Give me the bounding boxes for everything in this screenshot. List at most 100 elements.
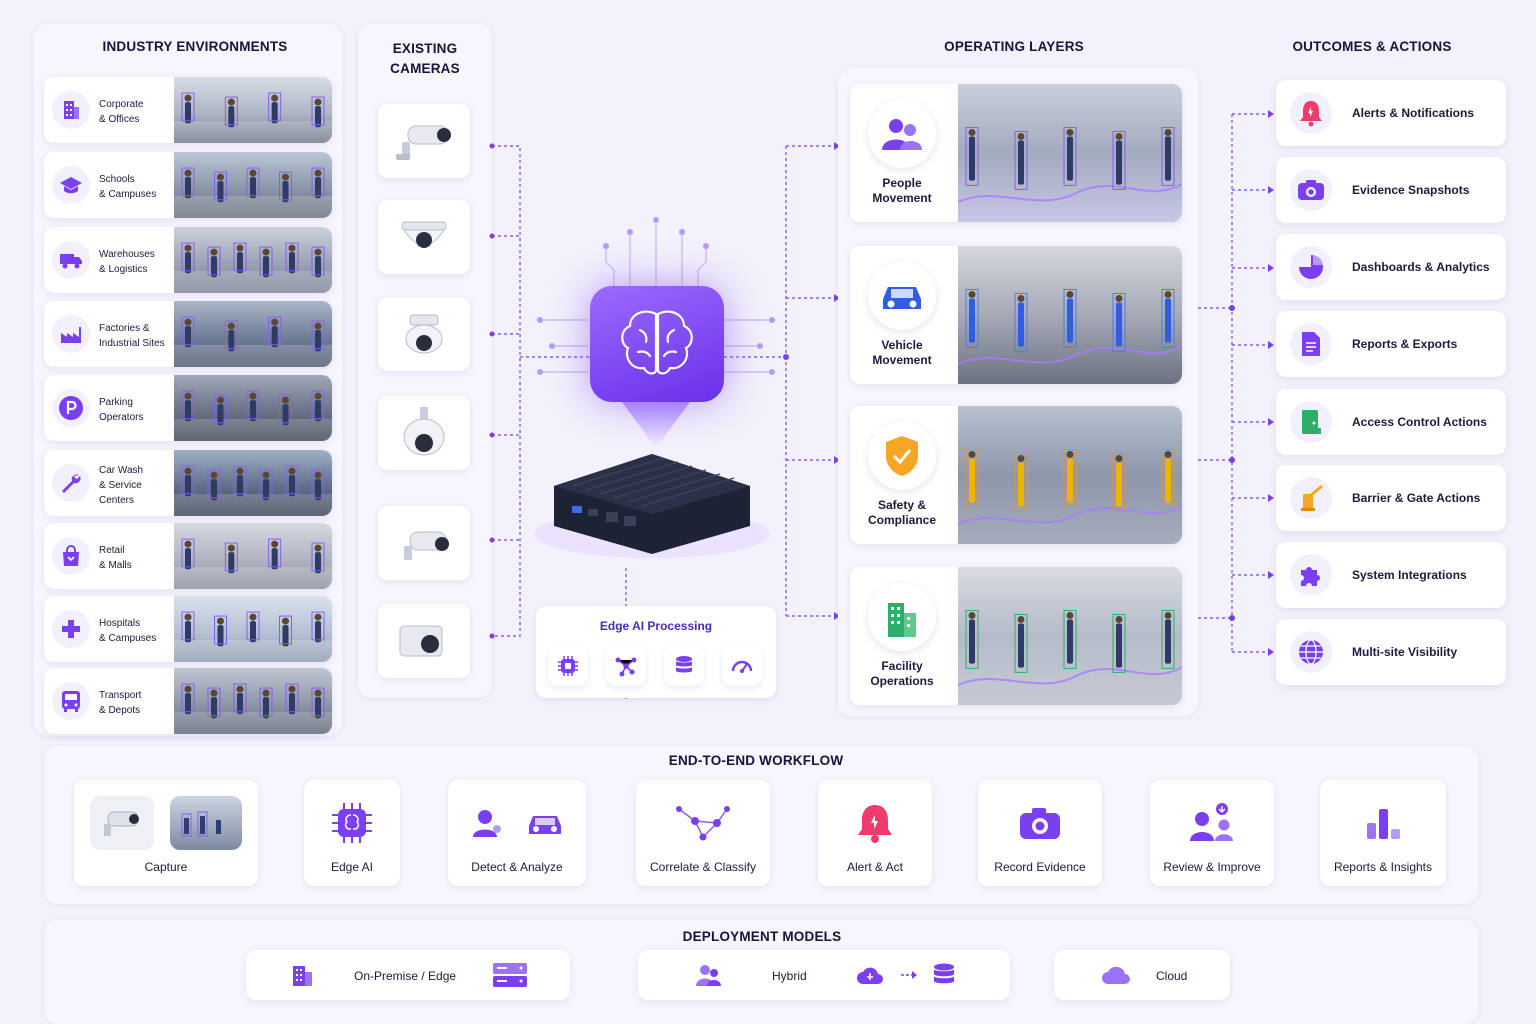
dome-camera-icon — [405, 314, 443, 354]
operating-layer-photo — [958, 84, 1182, 222]
deployment-label: Cloud — [1156, 969, 1188, 983]
deployment-label: On-Premise / Edge — [354, 969, 457, 983]
operating-layer-label: Vehicle Movement — [856, 338, 948, 368]
shield-icon — [868, 422, 936, 490]
industry-label: Car Wash & Service Centers — [99, 463, 173, 508]
camera-thumb-icon — [90, 796, 154, 850]
outcome-label: Reports & Exports — [1352, 337, 1458, 351]
outcome-label: Barrier & Gate Actions — [1352, 491, 1481, 505]
industry-card[interactable]: Car Wash & Service Centers — [44, 450, 332, 516]
operating-layer-line2: Compliance — [867, 513, 936, 527]
industry-card[interactable]: Transport & Depots — [44, 668, 332, 734]
review-team-icon — [1172, 796, 1252, 850]
camera-dome-1 — [378, 200, 470, 274]
factory-icon — [52, 315, 90, 353]
outcome-card[interactable]: Evidence Snapshots — [1276, 157, 1506, 223]
camera-bullet-2 — [378, 506, 470, 580]
barrier-icon — [1290, 477, 1332, 519]
edge-ai-brain-chip — [590, 286, 724, 402]
deployment-cloud: Cloud — [1054, 950, 1230, 1000]
car-icon — [518, 796, 572, 850]
camera-bullet-1 — [378, 104, 470, 178]
deployment-on-premise: On-Premise / Edge — [246, 950, 570, 1000]
operating-layer-line1: Safety & — [877, 498, 927, 512]
operating-layer-label: Facility Operations — [856, 659, 948, 689]
brain-icon — [621, 310, 693, 375]
workflow-step-record: Record Evidence — [978, 780, 1102, 886]
network-icon — [606, 646, 646, 686]
industry-label: Transport & Depots — [99, 688, 173, 718]
cameras-title: EXISTING CAMERAS — [358, 39, 492, 79]
camera-icon — [1004, 796, 1076, 850]
industry-label-line2: Operators — [99, 412, 144, 423]
outcome-card[interactable]: Multi-site Visibility — [1276, 619, 1506, 685]
operating-layer-card[interactable]: People Movement — [850, 84, 1182, 222]
operating-layer-line1: People — [882, 176, 922, 190]
workflow-label: Detect & Analyze — [471, 860, 563, 874]
cloud-icon — [854, 959, 886, 991]
outcome-card[interactable]: Access Control Actions — [1276, 389, 1506, 455]
industry-card[interactable]: Hospitals & Campuses — [44, 596, 332, 662]
deployment-label: Hybrid — [772, 969, 807, 983]
workflow-step-correlate: Correlate & Classify — [636, 780, 770, 886]
operating-layer-photo — [958, 246, 1182, 384]
camera-box — [378, 604, 470, 678]
industry-card[interactable]: Parking Operators — [44, 375, 332, 441]
bell-icon — [840, 796, 910, 850]
operating-layer-card[interactable]: Facility Operations — [850, 567, 1182, 705]
workflow-title: END-TO-END WORKFLOW — [668, 753, 844, 768]
industry-card[interactable]: Factories & Industrial Sites — [44, 301, 332, 367]
door-icon — [1290, 401, 1332, 443]
team-icon — [692, 959, 724, 991]
outcome-card[interactable]: Barrier & Gate Actions — [1276, 465, 1506, 531]
industry-card[interactable]: Warehouses & Logistics — [44, 227, 332, 293]
industry-card[interactable]: Retail & Malls — [44, 523, 332, 589]
industry-label: Hospitals & Campuses — [99, 616, 173, 646]
bar-chart-icon — [1344, 796, 1422, 850]
dome-camera-icon — [401, 221, 447, 248]
server-icon — [490, 959, 530, 991]
outcome-card[interactable]: Reports & Exports — [1276, 311, 1506, 377]
chip-icon — [548, 646, 588, 686]
industry-label-line2: & Offices — [99, 114, 140, 125]
wrench-icon — [52, 464, 90, 502]
chip-icon — [318, 796, 386, 850]
industry-photo — [174, 77, 332, 143]
outcome-card[interactable]: Dashboards & Analytics — [1276, 234, 1506, 300]
medical-cross-icon — [52, 610, 90, 648]
deployment-hybrid: Hybrid — [638, 950, 1010, 1000]
operating-layer-line1: Vehicle — [881, 338, 923, 352]
industry-card[interactable]: Schools & Campuses — [44, 152, 332, 218]
outcome-card[interactable]: System Integrations — [1276, 542, 1506, 608]
operating-layer-card[interactable]: Safety & Compliance — [850, 406, 1182, 544]
database-icon — [928, 959, 960, 991]
operating-layer-line2: Movement — [872, 353, 932, 367]
industry-label: Retail & Malls — [99, 543, 173, 573]
workflow-step-alert: Alert & Act — [818, 780, 932, 886]
industry-label-line1: Corporate — [99, 99, 144, 110]
workflow-label: Capture — [144, 860, 188, 874]
camera-dome-2 — [378, 297, 470, 371]
bell-icon — [1290, 92, 1332, 134]
industry-label-line2: Industrial Sites — [99, 338, 165, 349]
industry-card[interactable]: Corporate & Offices — [44, 77, 332, 143]
industry-label-line2: & Logistics — [99, 264, 148, 275]
industry-label-line1: Schools — [99, 174, 135, 185]
outcomes-title: OUTCOMES & ACTIONS — [1292, 39, 1452, 54]
industry-photo — [174, 668, 332, 734]
gauge-icon — [722, 646, 762, 686]
ptz-camera-icon — [403, 407, 445, 456]
industry-label-line2: & Malls — [99, 560, 132, 571]
operating-layer-line2: Movement — [872, 191, 932, 205]
industry-label: Factories & Industrial Sites — [99, 321, 173, 351]
operating-layer-label: People Movement — [856, 176, 948, 206]
operating-layer-card[interactable]: Vehicle Movement — [850, 246, 1182, 384]
workflow-label: Correlate & Classify — [649, 860, 757, 874]
person-icon — [462, 796, 512, 850]
workflow-label: Reports & Insights — [1333, 860, 1433, 874]
pie-chart-icon — [1290, 246, 1332, 288]
cameras-title-text: EXISTING CAMERAS — [390, 41, 460, 76]
industry-label-line3: Centers — [99, 495, 135, 506]
industry-photo — [174, 450, 332, 516]
outcome-card[interactable]: Alerts & Notifications — [1276, 80, 1506, 146]
